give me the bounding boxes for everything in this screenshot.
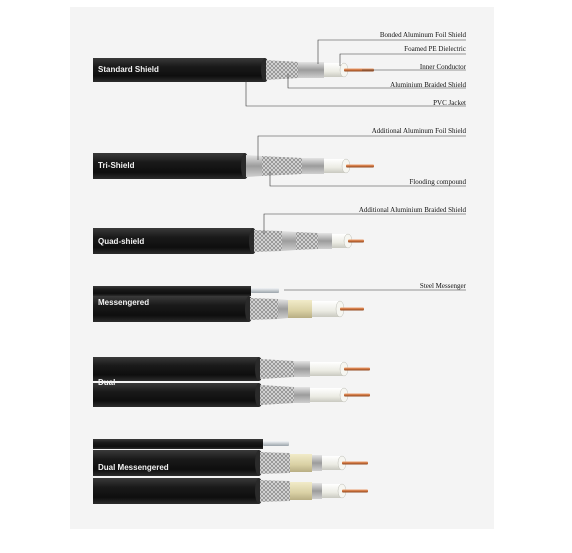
dielectric	[312, 301, 340, 317]
foil-shield	[312, 455, 322, 471]
outer-foil	[246, 155, 262, 177]
leader-additional-braid	[263, 213, 466, 234]
outer-braid	[250, 298, 278, 320]
dielectric	[310, 362, 344, 376]
cable-quad-shield	[93, 228, 364, 254]
cable-label-dual: Dual	[98, 378, 116, 387]
inner-conductor	[340, 307, 364, 311]
callout-bonded-foil: Bonded Aluminum Foil Shield	[379, 31, 466, 39]
dielectric	[322, 456, 342, 470]
leader-bonded-foil	[317, 39, 466, 64]
dielectric	[322, 484, 342, 498]
foil-shield	[294, 361, 310, 377]
cable-label-quad-shield: Quad-shield	[98, 237, 145, 246]
callout-flooding: Flooding compound	[409, 178, 466, 186]
outer-foil	[278, 299, 288, 319]
cable-tri-shield	[93, 153, 374, 179]
inner-conductor	[344, 68, 374, 72]
dielectric	[310, 388, 344, 402]
outer-foil	[282, 231, 296, 251]
flooding-compound	[290, 482, 312, 500]
cable-label-standard-shield: Standard Shield	[98, 65, 159, 74]
pvc-jacket	[93, 153, 245, 179]
callout-inner-conductor: Inner Conductor	[419, 63, 466, 71]
foil-shield	[302, 158, 324, 174]
cable-label-messengered: Messengered	[98, 298, 150, 307]
inner-conductor	[342, 461, 368, 465]
foil-shield	[298, 62, 324, 78]
callout-braided-shield: Aluminium Braided Shield	[390, 81, 466, 89]
leader-flooding	[269, 172, 466, 187]
inner-conductor	[344, 393, 370, 397]
inner-conductor	[348, 239, 364, 243]
pvc-jacket	[93, 58, 265, 82]
braided-shield	[260, 359, 294, 379]
callout-foamed-pe: Foamed PE Dielectric	[404, 45, 466, 53]
steel-messenger	[251, 288, 279, 293]
pvc-jacket-top	[93, 450, 259, 476]
inner-foil	[318, 233, 332, 249]
cable-dual-messengered	[93, 439, 368, 504]
pvc-jacket-top	[93, 357, 259, 381]
leader-lines	[245, 39, 466, 291]
cable-dual	[93, 357, 370, 407]
inner-conductor	[346, 164, 374, 168]
leader-pvc-jacket	[245, 80, 466, 107]
cable-standard-shield	[93, 58, 374, 82]
callout-additional-braid: Additional Aluminium Braided Shield	[358, 206, 466, 214]
leader-braided-shield	[287, 74, 466, 89]
cable-messengered	[93, 286, 364, 322]
pvc-jacket-bottom	[93, 383, 259, 407]
dielectric	[332, 234, 348, 248]
braided-shield	[260, 480, 290, 502]
foil-shield	[312, 483, 322, 499]
callout-pvc-jacket: PVC Jacket	[433, 99, 466, 107]
messenger-jacket	[93, 439, 263, 449]
braided-shield	[266, 60, 298, 80]
cable-label-tri-shield: Tri-Shield	[98, 161, 135, 170]
braided-shield	[262, 156, 302, 176]
braided-shield	[260, 385, 294, 405]
steel-messenger	[263, 441, 289, 446]
braided-shield	[260, 452, 290, 474]
pvc-jacket-bottom	[93, 478, 259, 504]
pvc-jacket	[93, 296, 249, 322]
foil-shield	[294, 387, 310, 403]
callout-steel-messenger: Steel Messenger	[419, 282, 466, 290]
cable-label-dual-messengered: Dual Messengered	[98, 463, 169, 472]
leader-foamed-pe	[339, 53, 466, 66]
inner-braid	[296, 232, 318, 250]
messenger-jacket	[93, 286, 251, 296]
inner-conductor	[342, 489, 368, 493]
dielectric	[324, 63, 344, 77]
callout-additional-foil: Additional Aluminum Foil Shield	[371, 127, 466, 135]
inner-conductor	[344, 367, 370, 371]
outer-braid	[254, 230, 282, 252]
pvc-jacket	[93, 228, 253, 254]
leader-additional-foil	[257, 135, 466, 160]
dielectric	[324, 159, 346, 173]
flooding-compound	[288, 300, 312, 318]
flooding-compound	[290, 454, 312, 472]
